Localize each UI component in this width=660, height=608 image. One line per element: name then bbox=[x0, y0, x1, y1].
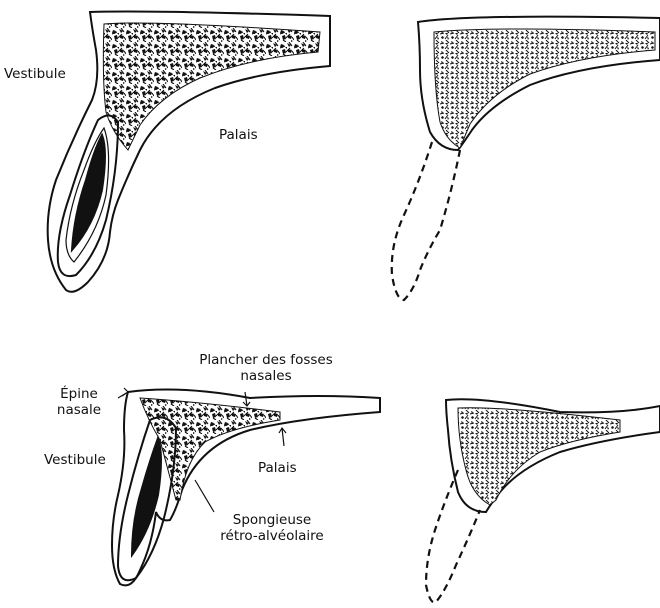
spongy-bone bbox=[103, 23, 320, 150]
label-palais-bottom: Palais bbox=[258, 460, 297, 476]
palais-arrow bbox=[279, 428, 286, 446]
missing-tooth-dashed bbox=[392, 142, 460, 300]
label-palais-top: Palais bbox=[219, 127, 258, 143]
label-vestibule-top: Vestibule bbox=[4, 66, 66, 82]
tooth-pulp-bottom bbox=[132, 438, 161, 555]
figure-top-left bbox=[48, 12, 330, 292]
spongy-bone-dense bbox=[434, 29, 655, 148]
label-epine-nasale: Épine nasale bbox=[44, 386, 114, 418]
label-spongieuse-retro-alveolaire: Spongieuse rétro-alvéolaire bbox=[196, 512, 348, 544]
figure-bottom-right bbox=[426, 399, 660, 602]
plancher-arrow bbox=[243, 392, 250, 406]
spongieuse-pointer bbox=[195, 480, 214, 512]
spongy-bone-bottom-right bbox=[458, 408, 620, 505]
missing-tooth-dashed-bottom bbox=[426, 470, 480, 602]
label-plancher-fosses-nasales: Plancher des fosses nasales bbox=[168, 352, 364, 384]
tooth-pulp bbox=[72, 135, 105, 250]
label-vestibule-bottom: Vestibule bbox=[44, 452, 106, 468]
figure-top-right bbox=[392, 17, 660, 300]
figure-bottom-left bbox=[112, 388, 380, 585]
